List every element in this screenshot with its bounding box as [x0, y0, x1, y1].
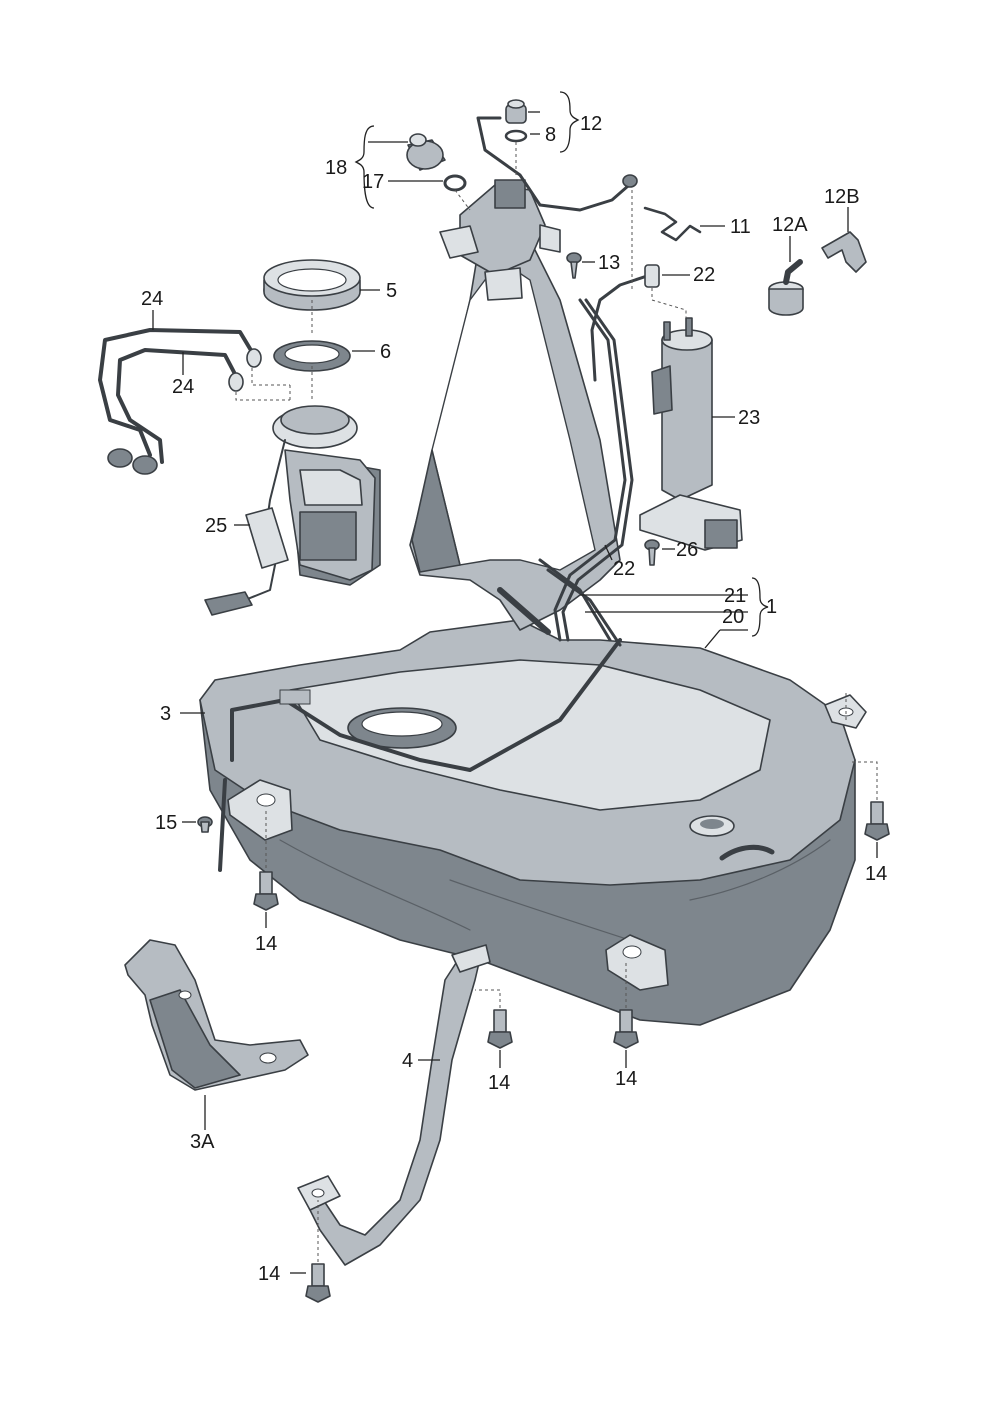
screw-15[interactable] — [197, 816, 213, 833]
label-1: 1 — [766, 596, 777, 618]
label-6: 6 — [380, 341, 391, 363]
label-13: 13 — [598, 252, 620, 274]
lock-ring[interactable] — [263, 259, 361, 311]
tensioning-strap[interactable] — [297, 944, 491, 1266]
vent-valve[interactable] — [504, 99, 528, 143]
label-14-left: 14 — [255, 933, 277, 955]
breather-hose[interactable] — [476, 116, 660, 382]
label-25: 25 — [205, 515, 227, 537]
elbow-hose-12b[interactable] — [821, 231, 867, 273]
label-21: 21 — [724, 585, 746, 607]
bracket-3a[interactable] — [124, 939, 309, 1091]
screw-13[interactable] — [566, 252, 582, 279]
label-11: 11 — [730, 216, 751, 238]
label-17: 17 — [362, 171, 384, 193]
seal-ring[interactable] — [443, 174, 467, 192]
label-12: 12 — [580, 113, 602, 135]
label-15: 15 — [155, 812, 177, 834]
fuel-lines[interactable] — [553, 298, 634, 642]
label-3a: 3A — [190, 1131, 215, 1153]
label-22-bottom: 22 — [613, 558, 635, 580]
screw-26[interactable] — [644, 539, 660, 566]
label-14-bottom: 14 — [258, 1263, 280, 1285]
label-24-top: 24 — [141, 288, 163, 310]
label-20: 20 — [722, 606, 744, 628]
label-12a: 12A — [772, 214, 808, 236]
label-18: 18 — [325, 157, 347, 179]
label-14-center: 14 — [615, 1068, 637, 1090]
part-labels: 1 3 3A 4 5 6 8 11 12 12A 12B 13 14 14 14… — [141, 113, 887, 1285]
label-8: 8 — [545, 124, 556, 146]
label-12b: 12B — [824, 186, 860, 208]
fuel-tank[interactable] — [199, 619, 867, 1026]
bolt-14-strap[interactable] — [487, 1009, 513, 1049]
label-4: 4 — [402, 1050, 413, 1072]
carbon-canister[interactable] — [639, 317, 743, 551]
bolt-14-left[interactable] — [253, 871, 279, 911]
gasket[interactable] — [273, 340, 351, 372]
label-22-top: 22 — [693, 264, 715, 286]
label-14-strap: 14 — [488, 1072, 510, 1094]
bolt-14-center[interactable] — [613, 1009, 639, 1049]
label-23: 23 — [738, 407, 760, 429]
retaining-clip[interactable] — [643, 206, 702, 242]
fuel-pump-module[interactable] — [204, 405, 381, 616]
label-24-bottom: 24 — [172, 376, 194, 398]
label-26: 26 — [676, 539, 698, 561]
filler-neck[interactable] — [409, 179, 622, 647]
leader-lines — [152, 91, 878, 1274]
pressure-valve-12a[interactable] — [768, 259, 804, 316]
label-3: 3 — [160, 703, 171, 725]
bolt-14-bottom[interactable] — [305, 1263, 331, 1303]
fuel-line-set[interactable] — [98, 328, 262, 475]
filler-cap[interactable] — [406, 133, 446, 171]
bolt-14-right[interactable] — [864, 801, 890, 841]
label-5: 5 — [386, 280, 397, 302]
label-14-right: 14 — [865, 863, 887, 885]
